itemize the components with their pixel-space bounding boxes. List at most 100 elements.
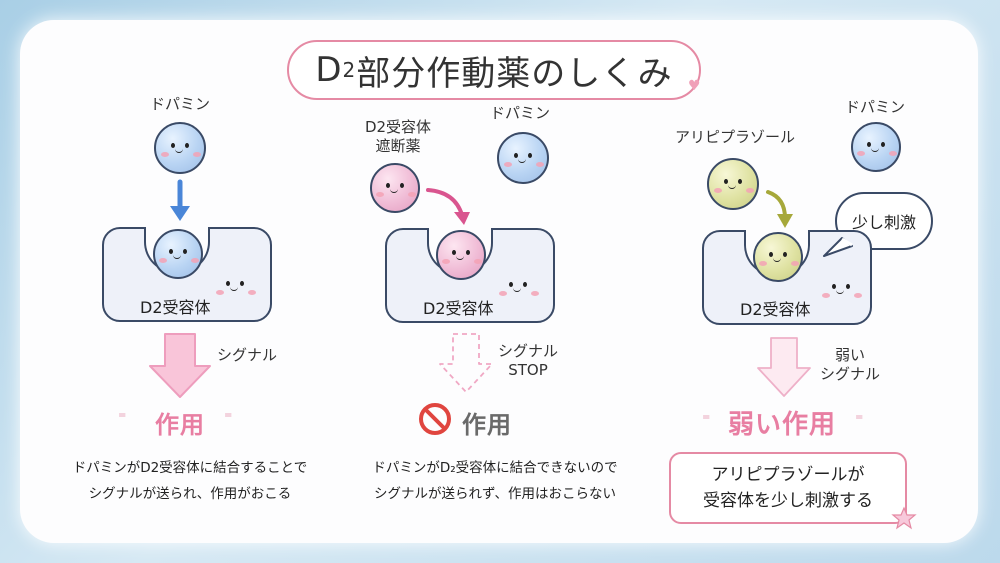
deco-left: ⁼ <box>118 408 127 427</box>
p3-summary-text: アリピプラゾールが 受容体を少し刺激する <box>671 462 905 514</box>
p1-desc-line2: シグナルが送られ、作用がおこる <box>88 486 292 502</box>
eye <box>738 179 742 184</box>
eye <box>514 153 518 158</box>
p3-bubble-label: 少し刺激 <box>851 213 916 232</box>
cheek <box>193 152 201 157</box>
p3-receptor-label: D2受容体 <box>740 300 811 319</box>
cheek <box>536 162 544 167</box>
mouth <box>173 254 181 259</box>
mouth <box>390 188 398 193</box>
p3-drug-ball <box>707 158 759 210</box>
p3-binding-arrow <box>766 190 793 228</box>
star-icon <box>891 506 917 530</box>
eye <box>509 282 513 287</box>
eye <box>783 252 787 257</box>
p1-effect-label: 作用 <box>155 411 205 439</box>
eye <box>528 153 532 158</box>
bubble-tail <box>823 237 853 257</box>
p1-description: ドパミンがD2受容体に結合することで シグナルが送られ、作用がおこる <box>40 455 340 507</box>
eye <box>724 179 728 184</box>
eye <box>867 142 871 147</box>
p1-signal-label: シグナル <box>216 346 277 364</box>
p2-bound-blocker <box>436 230 486 280</box>
p2-ligand-label: ドパミン <box>490 104 551 122</box>
cheek <box>504 162 512 167</box>
eye <box>169 249 173 254</box>
p2-blocker-label: D2受容体 遮断薬 <box>358 118 438 156</box>
cheek <box>499 291 507 296</box>
p3-signal-line1: 弱い <box>834 346 865 364</box>
cheek <box>216 290 224 295</box>
p2-receptor-label: D2受容体 <box>423 299 494 318</box>
cheek <box>714 188 722 193</box>
p1-dopamine-ball <box>154 122 206 174</box>
p2-dopamine-ball <box>497 132 549 184</box>
cheek <box>857 151 865 156</box>
mouth <box>513 287 521 292</box>
cheek <box>376 192 384 197</box>
p2-blocker-line2: 遮断薬 <box>375 137 421 155</box>
prohibited-icon <box>419 403 451 435</box>
cheek <box>759 261 767 266</box>
cheek <box>746 188 754 193</box>
mouth <box>518 158 526 163</box>
cheek <box>248 290 256 295</box>
cheek <box>159 258 167 263</box>
p2-blocker-line1: D2受容体 <box>364 118 432 136</box>
deco-right: ⁼ <box>224 408 233 427</box>
heart-icon: ♥ <box>688 78 701 94</box>
eye <box>240 281 244 286</box>
eye <box>523 282 527 287</box>
p3-effect-label: 弱い作用 <box>728 410 837 440</box>
p2-signal-line1: シグナル <box>497 342 558 360</box>
eye <box>386 183 390 188</box>
p3-signal-label: 弱い シグナル <box>815 346 885 384</box>
eye <box>183 249 187 254</box>
eye <box>832 284 836 289</box>
mouth <box>871 147 879 152</box>
p2-binding-arrow <box>426 188 470 225</box>
cheek <box>889 151 897 156</box>
eye <box>881 142 885 147</box>
cheek <box>442 259 450 264</box>
cheek <box>408 192 416 197</box>
cheek <box>161 152 169 157</box>
p3-summary-line1: アリピプラゾールが <box>711 465 865 485</box>
eye <box>185 143 189 148</box>
cheek <box>474 259 482 264</box>
p2-blocker-ball <box>370 163 420 213</box>
mouth <box>836 289 844 294</box>
eye <box>226 281 230 286</box>
p1-bound-dopamine <box>153 229 203 279</box>
title-rest: 部分作動薬のしくみ <box>356 53 673 94</box>
eye <box>769 252 773 257</box>
mouth <box>728 184 736 189</box>
p3-speech-bubble: 少し刺激 <box>835 192 933 250</box>
cheek <box>854 293 862 298</box>
p2-effect-label: 作用 <box>462 411 512 439</box>
p1-signal-arrow <box>149 333 211 398</box>
p2-signal-line2: STOP <box>508 361 548 379</box>
p3-drug-label: アリピプラゾール <box>675 128 796 146</box>
mouth <box>175 148 183 153</box>
p2-desc-line1: ドパミンがD₂受容体に結合できないので <box>372 460 618 476</box>
title-sub: 2 <box>342 58 357 82</box>
mouth <box>230 286 238 291</box>
title-main: D <box>315 50 343 90</box>
p3-summary-line2: 受容体を少し刺激する <box>703 491 873 511</box>
cheek <box>191 258 199 263</box>
p3-dopamine-ball <box>851 122 901 172</box>
cheek <box>531 291 539 296</box>
p3-summary-box: アリピプラゾールが 受容体を少し刺激する <box>669 452 907 524</box>
p1-binding-arrow <box>170 179 190 221</box>
p2-signal-label: シグナル STOP <box>495 342 561 380</box>
p2-signal-arrow <box>439 333 493 393</box>
eye <box>171 143 175 148</box>
cheek <box>791 261 799 266</box>
deco-right: ⁼ <box>855 410 864 429</box>
p3-ligand-label: ドパミン <box>844 98 905 116</box>
p1-ligand-label: ドパミン <box>150 95 211 113</box>
mouth <box>456 255 464 260</box>
p2-description: ドパミンがD₂受容体に結合できないので シグナルが送られず、作用はおこらない <box>345 455 645 507</box>
